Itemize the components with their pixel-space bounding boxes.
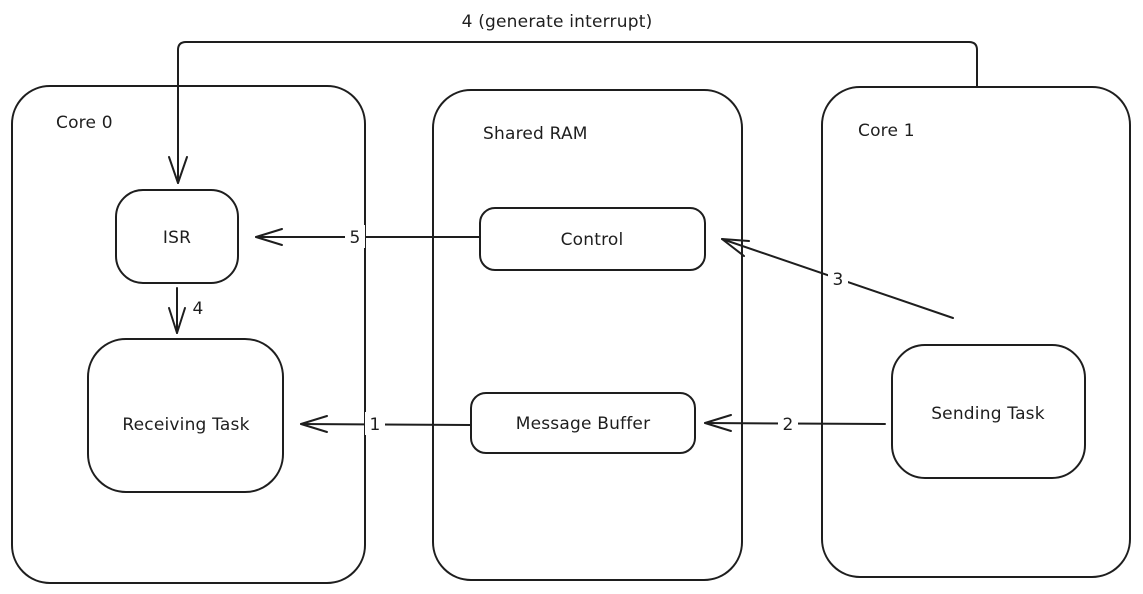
arrow-1-label: 1 (369, 415, 380, 435)
arrow-generate-interrupt-label: 4 (generate interrupt) (462, 12, 653, 32)
container-core-0-label: Core 0 (56, 113, 113, 133)
arrow-3-label: 3 (832, 270, 843, 290)
arrow-5-label: 5 (349, 228, 360, 248)
arrow-3-head (721, 238, 750, 257)
node-isr-label: ISR (163, 228, 191, 248)
arrow-generate-interrupt-head (168, 156, 188, 184)
node-receiving-task-label: Receiving Task (122, 415, 249, 435)
arrow-2-label: 2 (782, 415, 793, 435)
container-core-0 (11, 85, 366, 584)
arrow-2-label-bg (778, 412, 798, 435)
node-receiving-task (87, 338, 284, 493)
arrow-generate-interrupt-line (177, 41, 978, 184)
arrow-4-label: 4 (192, 299, 203, 319)
node-control (479, 207, 706, 271)
arrow-5-label-bg (345, 225, 365, 248)
arrow-5-head (255, 228, 283, 246)
container-core-1 (821, 86, 1131, 578)
arrow-1-label-bg (365, 412, 385, 435)
arrow-3-label-bg (828, 266, 848, 289)
container-core-1-label: Core 1 (858, 121, 915, 141)
node-isr (115, 189, 239, 284)
arrow-2-head (704, 414, 732, 432)
arrow-1-line (300, 423, 472, 426)
arrow-4-head (168, 307, 186, 334)
node-message-buffer (470, 392, 696, 454)
arrow-1-head (300, 415, 328, 433)
node-control-label: Control (561, 230, 624, 250)
node-sending-task (891, 344, 1086, 479)
node-sending-task-label: Sending Task (931, 404, 1045, 424)
container-shared-ram (432, 89, 743, 581)
container-shared-ram-label: Shared RAM (483, 124, 588, 144)
node-message-buffer-label: Message Buffer (516, 414, 651, 434)
